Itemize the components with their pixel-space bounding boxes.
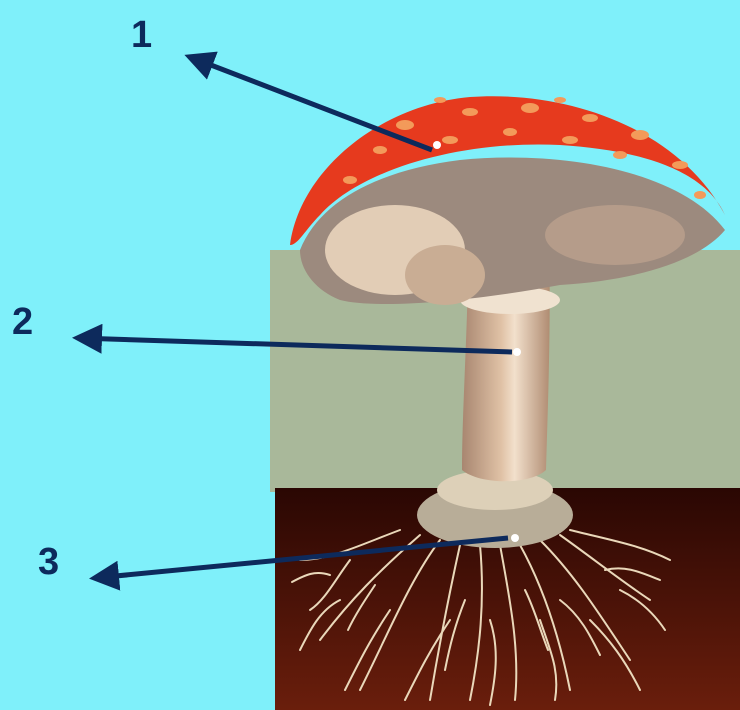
label-1: 1 [131, 16, 152, 54]
cap-pointer-dot [433, 141, 441, 149]
mycelium-pointer-dot [511, 534, 519, 542]
label-2: 2 [12, 303, 33, 341]
gill-lobe [545, 205, 685, 265]
stem-pointer-dot [513, 348, 521, 356]
arrow-1 [190, 57, 432, 150]
label-3: 3 [38, 543, 59, 581]
gill-lobe [405, 245, 485, 305]
